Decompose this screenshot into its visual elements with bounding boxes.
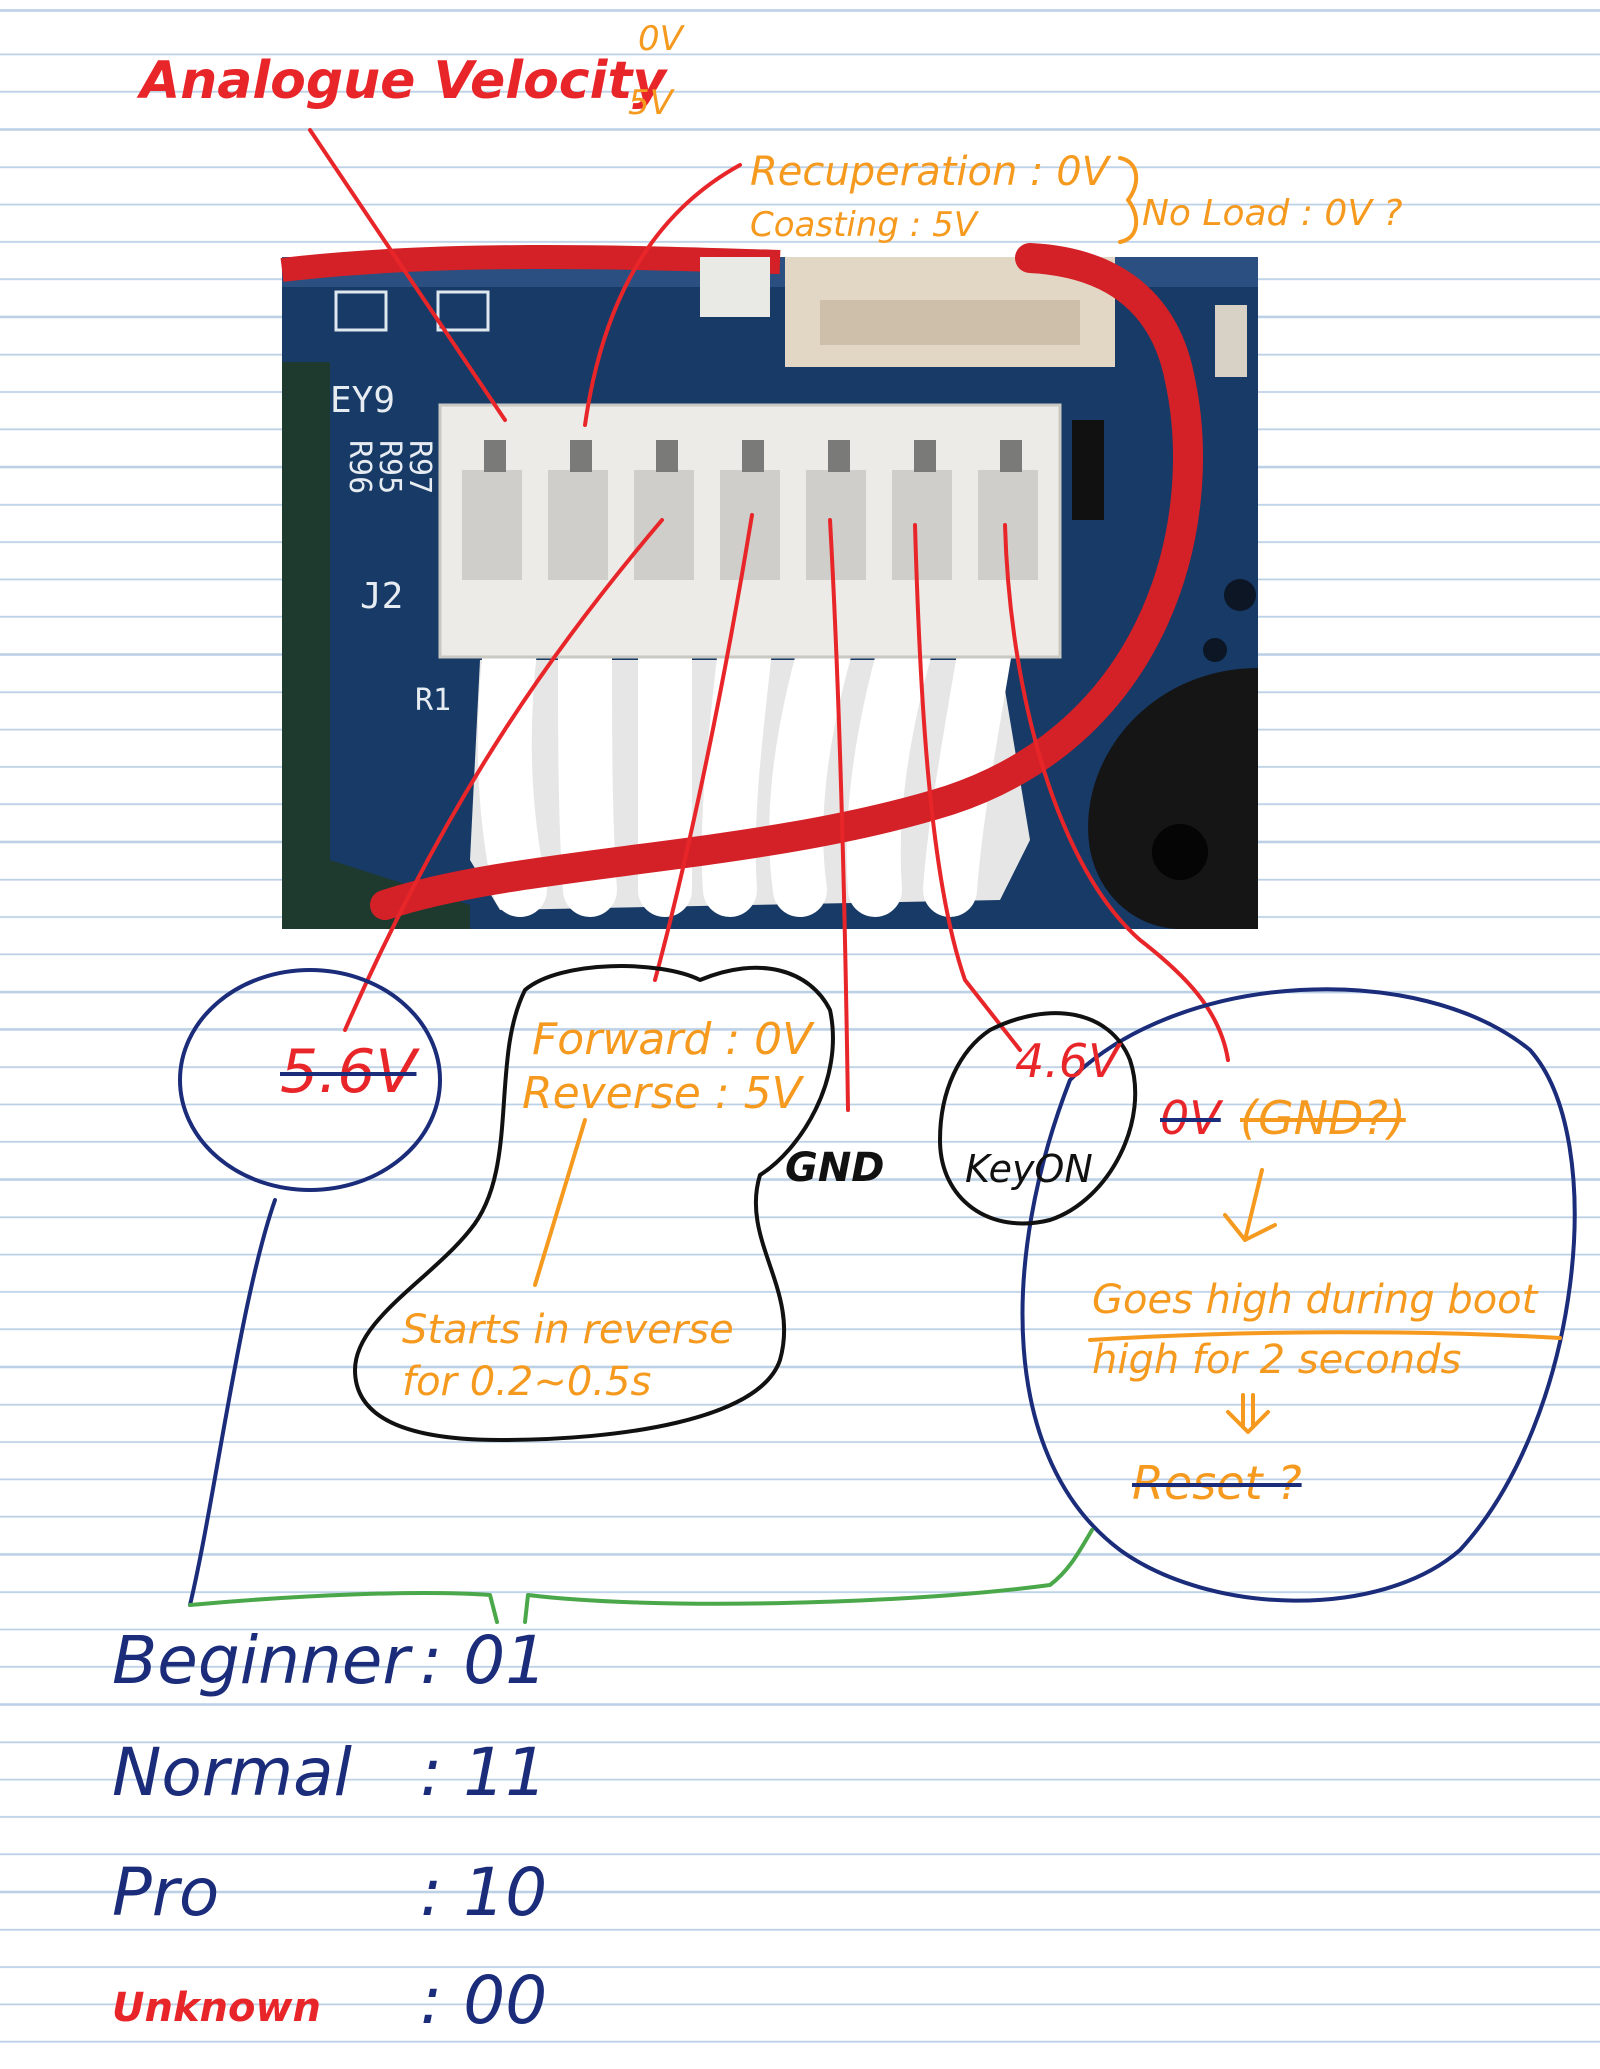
label-analogue-velocity: Analogue Velocity bbox=[140, 51, 667, 111]
leader-5-6v bbox=[343, 518, 664, 1032]
label-4-6v: 4.6V bbox=[1015, 1034, 1120, 1088]
label-5-6v: 5.6V bbox=[280, 1037, 417, 1107]
label-starts-reverse: Starts in reverse bbox=[402, 1307, 734, 1353]
green-link-right bbox=[523, 1528, 1094, 1624]
navy-link-line bbox=[188, 1198, 277, 1607]
orange-underline bbox=[1088, 1330, 1562, 1342]
leader-0v bbox=[1003, 523, 1230, 1062]
silk-r95: R95 bbox=[372, 440, 407, 494]
label-starts-reverse-duration: for 0.2~0.5s bbox=[402, 1359, 652, 1405]
mode-name-normal: Normal bbox=[112, 1734, 352, 1811]
leader-recuperation bbox=[583, 163, 742, 427]
leader-forward-reverse bbox=[653, 513, 754, 982]
pcb-hole-2 bbox=[1203, 638, 1227, 662]
silkscreen-box-2 bbox=[436, 290, 490, 332]
label-goes-high: Goes high during boot bbox=[1092, 1277, 1538, 1323]
label-keyon: KeyON bbox=[965, 1147, 1093, 1191]
connector-slot-5 bbox=[806, 470, 866, 580]
label-analogue-velocity-0v: 0V bbox=[638, 19, 683, 59]
orange-pointer-forward bbox=[533, 1118, 587, 1287]
label-coasting: Coasting : 5V bbox=[750, 205, 977, 245]
label-gnd-question: (GND?) bbox=[1240, 1091, 1406, 1145]
dark-pcb-region bbox=[282, 362, 470, 929]
connector-pin-7 bbox=[1000, 440, 1022, 472]
silk-j2: J2 bbox=[360, 576, 403, 617]
connector-pin-5 bbox=[828, 440, 850, 472]
white-wire-4 bbox=[701, 623, 772, 917]
mode-name-beginner: Beginner bbox=[112, 1622, 410, 1699]
label-reverse: Reverse : 5V bbox=[522, 1068, 802, 1119]
connector-pin-2 bbox=[570, 440, 592, 472]
label-reset: Reset ? bbox=[1132, 1456, 1302, 1510]
label-analogue-velocity-5v: 5V bbox=[628, 83, 673, 123]
top-white-connector bbox=[700, 257, 770, 317]
white-wire-5 bbox=[769, 623, 852, 917]
mode-name-unknown: Unknown bbox=[112, 1985, 321, 2031]
smd-resistor bbox=[1072, 420, 1104, 520]
label-recuperation: Recuperation : 0V bbox=[750, 149, 1110, 195]
mode-code-beginner: : 01 bbox=[420, 1622, 548, 1699]
mode-code-unknown: : 00 bbox=[420, 1962, 548, 2039]
mode-code-normal: : 11 bbox=[420, 1734, 548, 1811]
leader-gnd bbox=[828, 518, 850, 1112]
connector-pins bbox=[484, 440, 1022, 472]
silk-r97: R97 bbox=[402, 440, 437, 494]
buzzer-hole bbox=[1152, 824, 1208, 880]
green-link-left bbox=[188, 1591, 499, 1624]
silk-ey9: EY9 bbox=[330, 380, 395, 421]
circle-0v-group bbox=[1020, 987, 1577, 1603]
connector-pin-4 bbox=[742, 440, 764, 472]
orange-double-arrow bbox=[1226, 1393, 1270, 1434]
top-beige-slot bbox=[820, 300, 1080, 345]
label-forward: Forward : 0V bbox=[532, 1014, 813, 1065]
connector-slot-2 bbox=[548, 470, 608, 580]
outline-keyon bbox=[938, 1011, 1138, 1226]
silk-r1: R1 bbox=[415, 683, 451, 718]
connector-slot-6 bbox=[892, 470, 952, 580]
label-gnd: GND bbox=[785, 1145, 885, 1191]
connector-pin-1 bbox=[484, 440, 506, 472]
label-0v: 0V bbox=[1160, 1091, 1221, 1145]
connector-slot-3 bbox=[634, 470, 694, 580]
circle-5-6v bbox=[178, 968, 442, 1192]
smd-capacitor bbox=[1215, 305, 1247, 377]
leader-analogue-velocity bbox=[308, 128, 507, 422]
white-wire-7 bbox=[923, 623, 1012, 917]
connector-pin-6 bbox=[914, 440, 936, 472]
silk-r96: R96 bbox=[342, 440, 377, 494]
label-high-2s: high for 2 seconds bbox=[1092, 1337, 1462, 1383]
outline-forward-reverse bbox=[353, 964, 835, 1442]
mode-name-pro: Pro bbox=[112, 1854, 220, 1931]
connector-slot-1 bbox=[462, 470, 522, 580]
mode-code-pro: : 10 bbox=[420, 1854, 548, 1931]
pcb-hole-1 bbox=[1224, 579, 1256, 611]
orange-arrow-down bbox=[1223, 1168, 1277, 1242]
leader-4-6v bbox=[913, 523, 1022, 1052]
silkscreen-box-1 bbox=[334, 290, 388, 332]
red-loop-wire bbox=[370, 243, 1203, 920]
white-wire-6 bbox=[846, 623, 932, 917]
buzzer bbox=[1088, 668, 1258, 929]
label-no-load: No Load : 0V ? bbox=[1142, 193, 1403, 234]
brace-no-load bbox=[1118, 156, 1139, 244]
connector-pin-3 bbox=[656, 440, 678, 472]
